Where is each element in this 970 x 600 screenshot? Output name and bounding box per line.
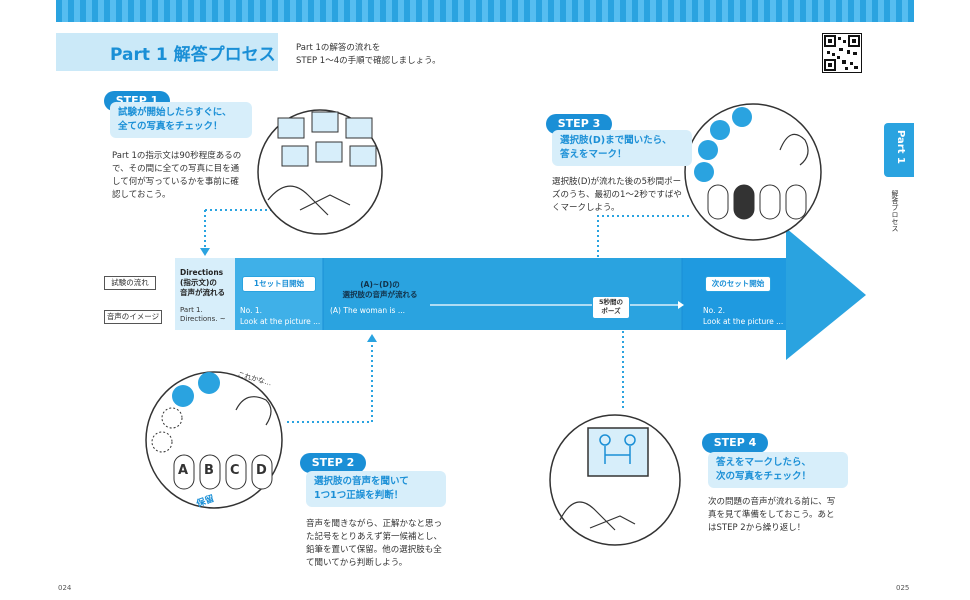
segment-set1-audio: No. 1. Look at the picture ... bbox=[240, 306, 321, 326]
intro-line-1: Part 1の解答の流れを bbox=[296, 43, 381, 53]
intro-line-2: STEP 1～4の手順で確認しましょう。 bbox=[296, 56, 441, 66]
qr-code-icon bbox=[822, 33, 862, 73]
step4-description: 次の問題の音声が流れる前に、写真を見て準備をしておこう。あとはSTEP 2から繰… bbox=[708, 497, 836, 533]
step2-callout: 選択肢の音声を聞いて 1つ1つ正誤を判断！ bbox=[306, 471, 446, 507]
step1-callout: 試験が開始したらすぐに、 全ての写真をチェック！ bbox=[110, 102, 252, 138]
segment-next-audio: No. 2. Look at the picture ... bbox=[703, 306, 784, 326]
step2-description: 音声を聞きながら、正解かなと思った記号をとりあえず第一候補とし、鉛筆を置いて保留… bbox=[306, 519, 443, 568]
intro-text: Part 1の解答の流れを STEP 1～4の手順で確認しましょう。 bbox=[296, 42, 441, 68]
segment-choices-audio: (A) The woman is ... bbox=[330, 306, 405, 315]
page-number-left: 024 bbox=[58, 584, 72, 592]
segment-directions-audio: Part 1. Directions. ~ bbox=[180, 306, 226, 323]
row-label-audio: 音声のイメージ bbox=[104, 310, 162, 324]
step1-description: Part 1の指示文は90秒程度あるので、その間に全ての写真に目を通して何が写っ… bbox=[112, 151, 242, 200]
step3-connector bbox=[597, 215, 692, 262]
step2-badge: STEP 2 bbox=[300, 453, 366, 473]
answer-letter-b: B bbox=[204, 463, 214, 478]
segment-next-head: 次のセット開始 bbox=[705, 276, 771, 292]
step3-description: 選択肢(D)が流れた後の5秒間ポーズのうち、最初の1～2秒ですばやくマークしよう… bbox=[552, 177, 682, 213]
step1-illustration bbox=[257, 109, 383, 235]
answer-letter-c: C bbox=[230, 463, 240, 478]
side-tab-label: Part 1 bbox=[895, 130, 906, 164]
step3-callout: 選択肢(D)まで聞いたら、 答えをマーク！ bbox=[552, 130, 692, 166]
answer-letter-d: D bbox=[256, 463, 267, 478]
answer-letter-a: A bbox=[178, 463, 189, 478]
page-title: Part 1 解答プロセス bbox=[110, 45, 276, 65]
segment-directions-head: Directions (指示文)の 音声が流れる bbox=[180, 268, 225, 297]
side-tab-subtitle: 解答プロセス bbox=[891, 190, 899, 232]
segment-set1-head: 1セット目開始 bbox=[242, 276, 316, 292]
side-tab bbox=[884, 123, 914, 177]
set1-segment bbox=[235, 258, 323, 330]
title-band bbox=[56, 33, 278, 71]
row-label-exam: 試験の流れ bbox=[104, 276, 156, 290]
next-set-segment bbox=[682, 258, 786, 330]
page-number-right: 025 bbox=[896, 584, 910, 592]
step4-callout: 答えをマークしたら、 次の写真をチェック！ bbox=[708, 452, 848, 488]
step3-badge: STEP 3 bbox=[546, 114, 612, 134]
step2-connector bbox=[287, 340, 373, 423]
top-stripe-bar bbox=[56, 0, 914, 22]
pause-label: 5秒間の ポーズ bbox=[592, 296, 630, 319]
segment-choices-head: (A)~(D)の 選択肢の音声が流れる bbox=[342, 280, 418, 299]
step4-badge: STEP 4 bbox=[702, 433, 768, 453]
directions-segment bbox=[175, 258, 235, 330]
